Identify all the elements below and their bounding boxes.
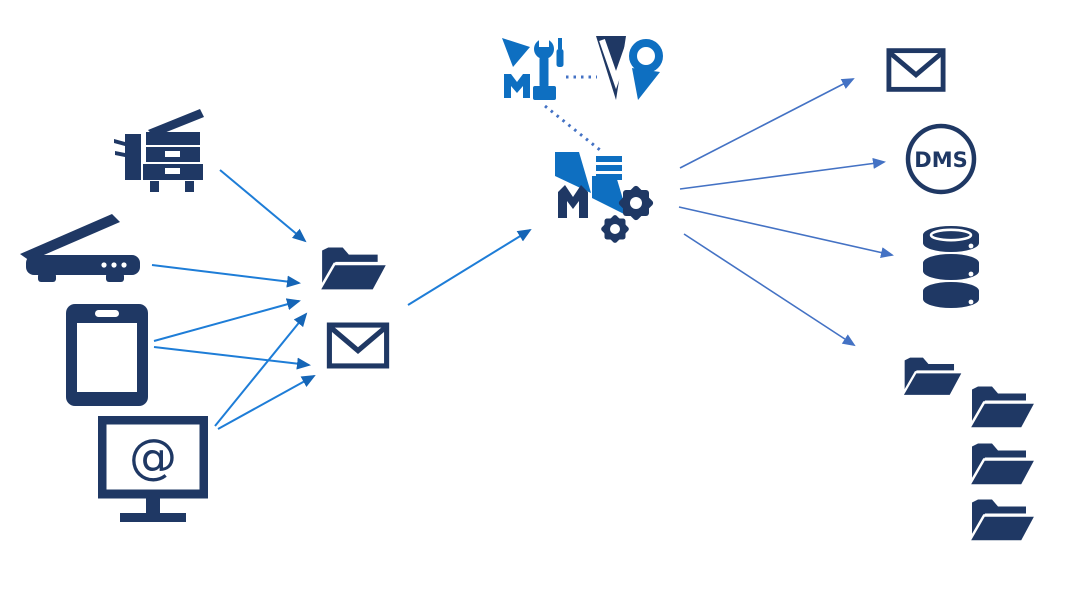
at-symbol: @ (129, 429, 177, 485)
edge-phone-to-mailbox (153, 346, 311, 370)
viewer-logo-icon (596, 34, 666, 110)
edge-processor-to-dms (679, 157, 886, 190)
scanner-lid (20, 214, 120, 261)
edge-email_client-to-watch_folder (214, 312, 308, 427)
gear-icon-small (601, 215, 629, 243)
logo-triangle (502, 38, 530, 67)
edge-copier-to-watch_folder (219, 169, 307, 243)
folder-icon (899, 349, 966, 401)
open-folder-icon (316, 238, 391, 296)
edge-scanner-to-watch_folder (151, 264, 301, 288)
folder-cluster-icon (898, 345, 1080, 547)
wrench-logo-icon (500, 34, 568, 110)
scanner-icon (12, 210, 150, 284)
dms-circle-icon: DMS (903, 121, 979, 197)
copier-feeder-arm (148, 109, 204, 137)
processing-gears-logo-icon (546, 136, 668, 254)
monitor-at-icon: @ (97, 415, 209, 526)
envelope-icon (886, 47, 946, 93)
viewer-v-shape (599, 39, 633, 90)
logo-triangle (555, 152, 591, 193)
folder-icon (966, 378, 1039, 433)
screwdriver-icon (556, 38, 564, 67)
gear-icon-large (618, 185, 654, 221)
dms-label: DMS (914, 148, 967, 172)
envelope-icon (326, 322, 390, 369)
folder-icon (966, 435, 1039, 490)
edge-email_client-to-mailbox (217, 375, 316, 430)
smartphone-icon (62, 302, 152, 408)
edge-processor-to-folder_tree (683, 233, 856, 347)
viewer-ring (629, 39, 663, 73)
queue-bars-icon (596, 156, 622, 180)
logo-m-shape (558, 185, 588, 218)
edge-processor-to-database (678, 206, 894, 258)
copier-icon (112, 106, 214, 196)
edge-watch_folder-to-processor (407, 228, 532, 306)
database-icon (916, 226, 986, 310)
logo-triangle-2 (592, 176, 628, 216)
edge-processor-to-email_out (679, 78, 855, 169)
edge-phone-to-watch_folder (153, 298, 301, 342)
folder-icon (966, 491, 1039, 546)
logo-m-shape (504, 74, 530, 98)
